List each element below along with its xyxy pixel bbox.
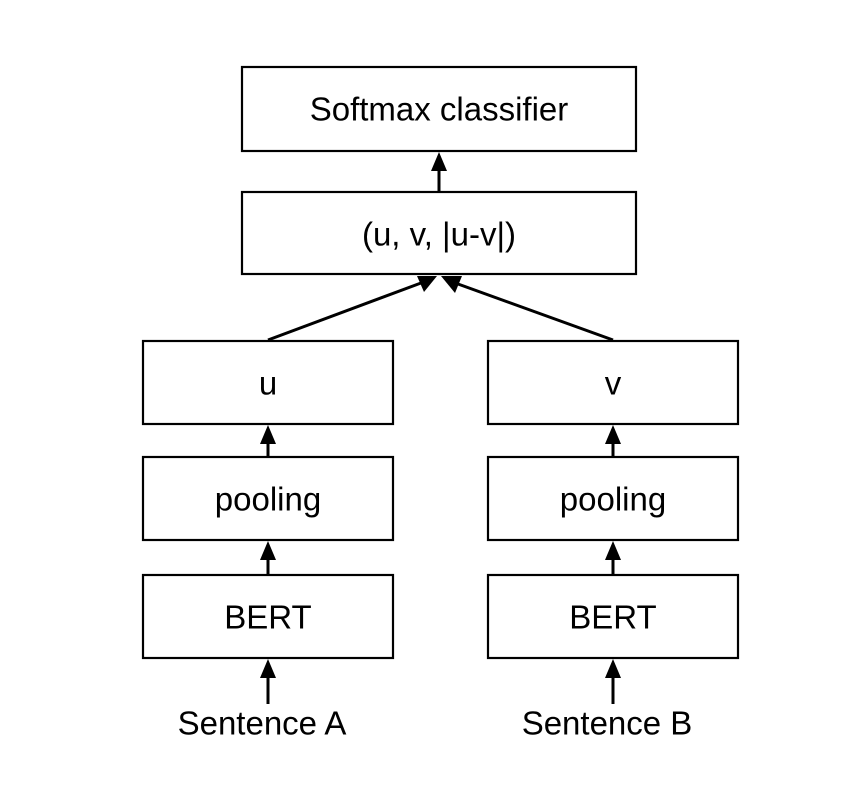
bert-b-label: BERT [569, 599, 656, 636]
bert-b-node: BERT [486, 573, 740, 660]
pooling-b-node: pooling [486, 455, 740, 542]
bert-a-node: BERT [141, 573, 395, 660]
u-label: u [259, 365, 277, 402]
sentence-a-label: Sentence A [178, 705, 347, 742]
arrow-concat-to-softmax [431, 152, 447, 192]
pooling-a-node: pooling [141, 455, 395, 542]
v-label: v [605, 365, 622, 402]
softmax-classifier-node: Softmax classifier [240, 65, 638, 153]
softmax-classifier-label: Softmax classifier [310, 91, 569, 128]
arrow-sentence-a-to-bert [260, 659, 276, 704]
arrow-pooling-b-to-v [605, 425, 621, 457]
sentence-b-label: Sentence B [522, 705, 693, 742]
arrow-u-to-concat [267, 276, 437, 342]
arrow-v-to-concat [441, 276, 614, 342]
arrow-pooling-a-to-u [260, 425, 276, 457]
u-node: u [141, 339, 395, 426]
arrow-bert-b-to-pooling [605, 541, 621, 575]
arrow-bert-a-to-pooling [260, 541, 276, 575]
arrow-sentence-b-to-bert [605, 659, 621, 704]
concat-node: (u, v, |u-v|) [240, 190, 638, 276]
pooling-b-label: pooling [560, 481, 666, 518]
v-node: v [486, 339, 740, 426]
pooling-a-label: pooling [215, 481, 321, 518]
concat-label: (u, v, |u-v|) [362, 216, 516, 253]
bert-a-label: BERT [224, 599, 311, 636]
